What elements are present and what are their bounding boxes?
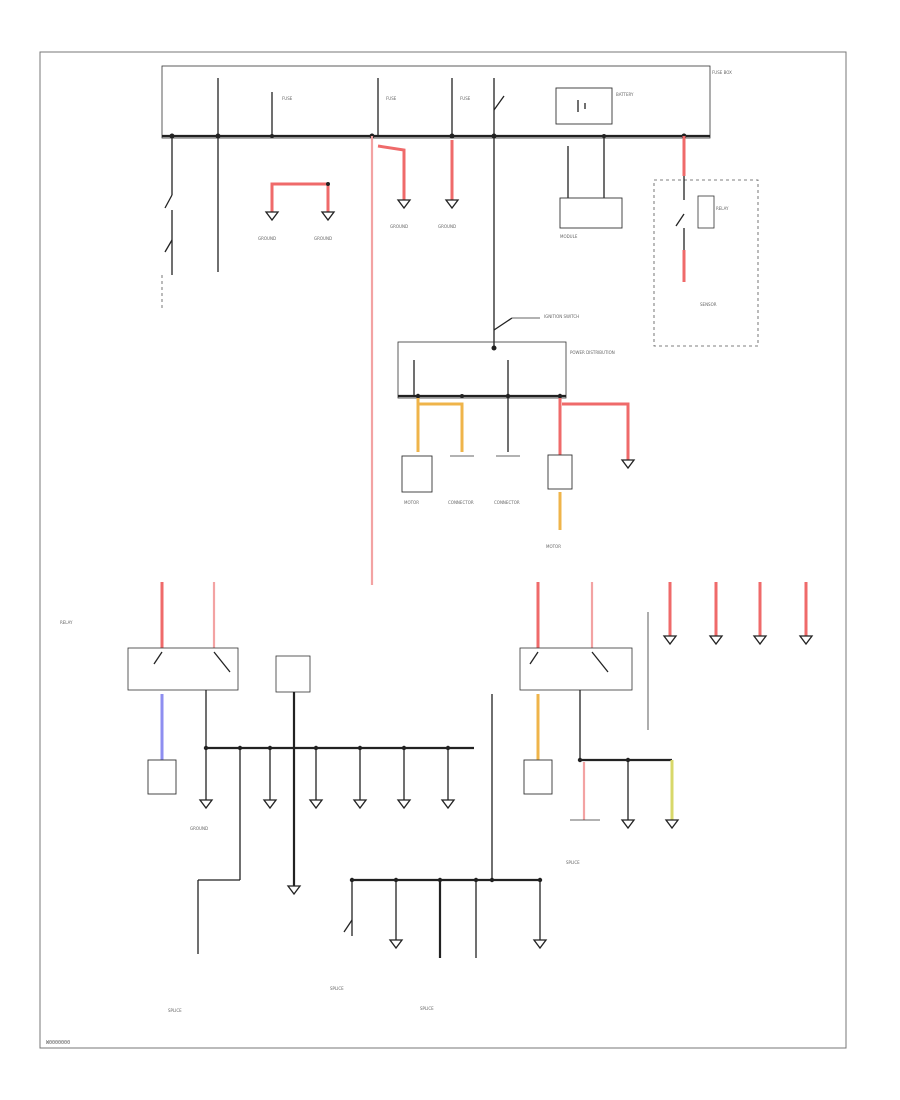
ground-label-3: GROUND <box>390 224 408 229</box>
motor-label-2: MOTOR <box>546 544 561 549</box>
ground-label-4: GROUND <box>438 224 456 229</box>
ground-label-1: GROUND <box>258 236 276 241</box>
sensor-label: SENSOR <box>700 302 717 307</box>
ground-label-5: GROUND <box>190 826 208 831</box>
bottom-left-relay: RELAY <box>60 582 474 795</box>
module-label: MODULE <box>560 234 578 239</box>
splice-label-2: SPLICE <box>420 1006 434 1011</box>
battery-label: BATTERY <box>616 92 634 97</box>
relay-label-1: RELAY <box>716 206 729 211</box>
fuse-box-label: FUSE BOX <box>712 70 732 75</box>
connector-label-1: CONNECTOR <box>448 500 474 505</box>
left-top-circuits: GROUND GROUND <box>161 136 336 310</box>
ground-label-2: GROUND <box>314 236 332 241</box>
relay-label-2: RELAY <box>60 620 73 625</box>
power-distribution-mid: POWER DISTRIBUTION MOTOR CONNECTOR CONNE… <box>397 341 636 549</box>
splice-label-3: SPLICE <box>168 1008 182 1013</box>
right-top-module: RELAY SENSOR <box>653 136 759 347</box>
center-bottom-feed: SPLICE SPLICE SPLICE <box>168 655 548 1013</box>
fuse-label-3: FUSE <box>460 96 471 101</box>
power-dist-label: POWER DISTRIBUTION <box>570 350 615 355</box>
fuse-label-2: FUSE <box>386 96 397 101</box>
ignition-switch-label: IGNITION SWITCH <box>544 314 579 319</box>
splice-label-1: SPLICE <box>330 986 344 991</box>
motor-label-1: MOTOR <box>404 500 419 505</box>
bottom-right-relay: SPLICE <box>519 582 680 865</box>
splice-label-4: SPLICE <box>566 860 580 865</box>
center-top-circuits: GROUND GROUND IGNITION SWITCH MODULE <box>370 136 623 585</box>
bottom-left-grounds: GROUND <box>190 745 456 880</box>
fuse-box-top: FUSE BOX FUSE FUSE FUSE BATTERY <box>161 65 732 139</box>
diagram-code: W0000000 <box>46 1040 70 1046</box>
connector-label-2: CONNECTOR <box>494 500 520 505</box>
right-ground-feeds <box>647 582 814 730</box>
diagram-frame <box>39 51 847 1049</box>
fuse-label-1: FUSE <box>282 96 293 101</box>
